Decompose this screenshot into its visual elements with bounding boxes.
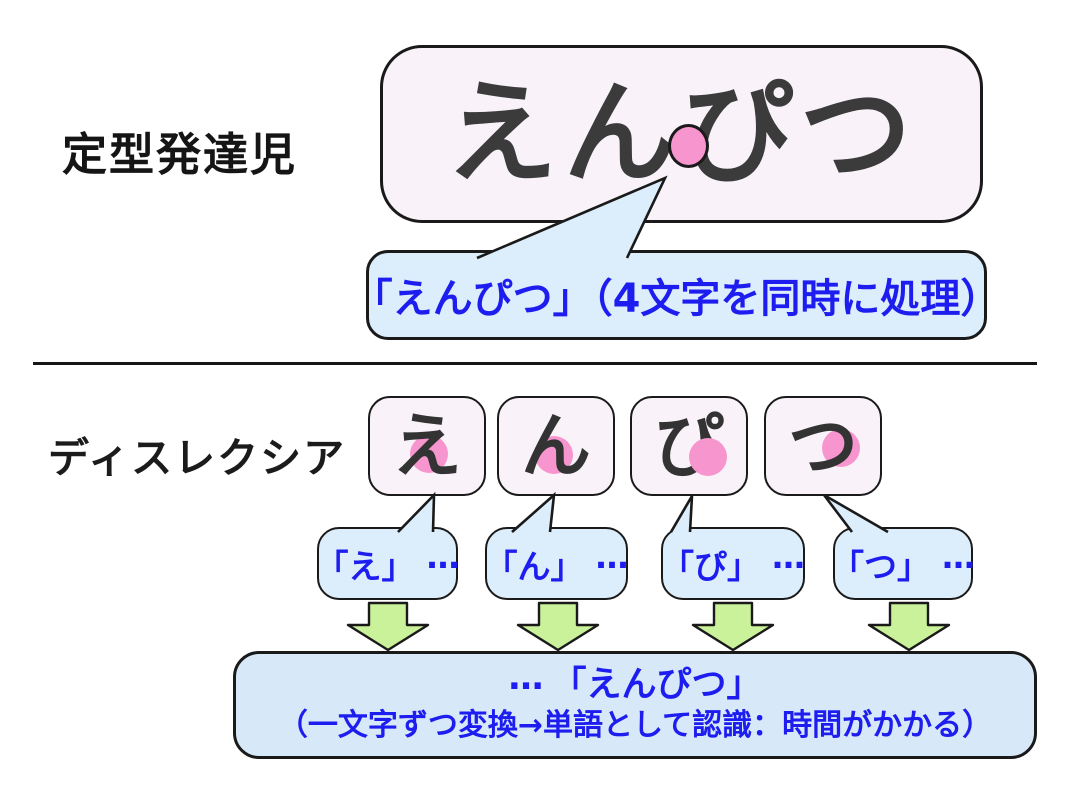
char-glyph: え — [392, 405, 462, 487]
char-box-n: ん — [497, 396, 615, 496]
mini-speech-bubble-pi: 「ぴ」 … — [661, 527, 805, 600]
top-speech-bubble: 「えんぴつ」（4文字を同時に処理） — [353, 250, 1000, 340]
focus-dot-icon — [822, 429, 860, 467]
mini-speech-bubble-e: 「え」 … — [315, 527, 460, 600]
mini-speech-bubble-tsu: 「つ」 … — [831, 527, 975, 600]
typical-development-label: 定型発達児 — [62, 128, 298, 181]
result-word: 「えんぴつ」 — [551, 665, 762, 706]
mini-bubble-text: 「え」 — [315, 546, 415, 586]
down-arrow-icon — [691, 601, 775, 652]
dyslexia-label: ディスレクシア — [48, 434, 347, 482]
result-box: … 「えんぴつ」 （一文字ずつ変換→単語として認識：時間がかかる） — [233, 651, 1037, 759]
result-line2: （一文字ずつ変換→単語として認識：時間がかかる） — [277, 707, 993, 743]
top-speech-bubble-text: 「えんぴつ」（4文字を同時に処理） — [352, 276, 1001, 322]
char-box-pi: ぴ — [630, 396, 748, 496]
ellipsis-text: … — [942, 537, 975, 576]
focus-dot-icon — [668, 124, 709, 168]
whole-word-box: えんぴつ — [380, 45, 983, 223]
ellipsis-text: … — [772, 537, 805, 576]
ellipsis-text: … — [595, 537, 629, 576]
focus-dot-icon — [410, 435, 448, 473]
mini-bubble-text: 「ん」 — [484, 546, 584, 586]
section-divider — [33, 362, 1037, 365]
char-glyph: ん — [521, 405, 591, 487]
focus-dot-icon — [535, 436, 573, 474]
down-arrow-icon — [867, 601, 951, 652]
result-line1: … 「えんぴつ」 — [508, 659, 762, 706]
mini-speech-bubble-n: 「ん」 … — [484, 527, 629, 600]
focus-dot-icon — [689, 438, 727, 476]
mini-bubble-text: 「つ」 — [831, 546, 930, 586]
char-glyph: つ — [788, 405, 858, 487]
char-glyph: ぴ — [654, 405, 724, 487]
char-box-e: え — [368, 396, 486, 496]
mini-bubble-text: 「ぴ」 — [661, 546, 760, 586]
ellipsis-text: … — [508, 658, 544, 699]
down-arrow-icon — [346, 601, 430, 652]
down-arrow-icon — [516, 601, 600, 652]
char-box-tsu: つ — [764, 396, 882, 496]
ellipsis-text: … — [426, 537, 460, 576]
